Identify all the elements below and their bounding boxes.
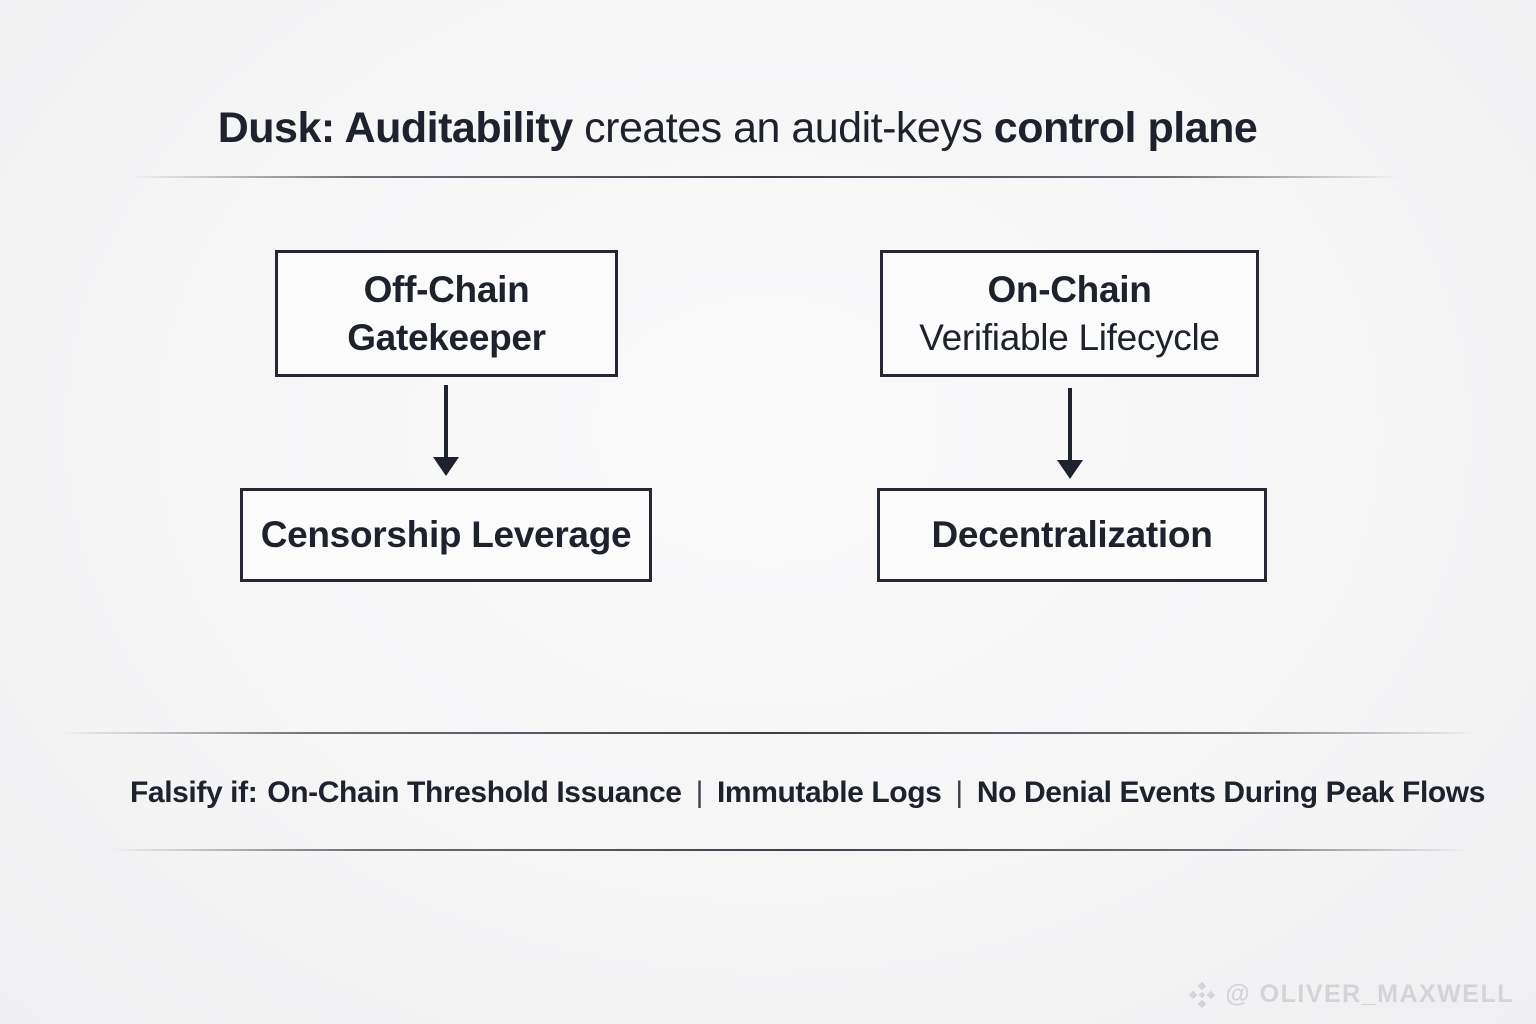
box-label: Decentralization <box>931 514 1213 556</box>
page-title: Dusk: Auditability creates an audit-keys… <box>0 104 1475 153</box>
arrow-down-icon <box>433 385 459 476</box>
falsify-condition-line: Falsify if: On-Chain Threshold Issuance | I… <box>130 776 1485 810</box>
arrow-down-icon <box>1057 388 1083 479</box>
arrow-shaft <box>444 385 448 457</box>
title-middle: creates an audit-keys <box>572 104 994 152</box>
box-label-line1: On-Chain <box>987 269 1152 311</box>
diamond-logo-icon <box>1188 981 1216 1009</box>
title-divider <box>130 176 1400 178</box>
arrow-head <box>1057 460 1083 479</box>
falsify-item: Immutable Logs <box>716 776 942 809</box>
box-label-line2: Verifiable Lifecycle <box>919 316 1220 358</box>
title-lead: Dusk: Auditability <box>217 104 573 152</box>
watermark: @ OLIVER_MAXWELL <box>1188 980 1514 1009</box>
censorship-leverage-box: Censorship Leverage <box>240 488 652 582</box>
off-chain-gatekeeper-box: Off-Chain Gatekeeper <box>275 250 618 377</box>
arrow-shaft <box>1068 388 1072 460</box>
arrow-head <box>433 457 459 476</box>
watermark-handle: @ OLIVER_MAXWELL <box>1225 980 1514 1008</box>
falsify-item: On-Chain Threshold Issuance <box>267 776 682 809</box>
bottom-divider <box>110 849 1470 851</box>
separator-bar: | <box>955 776 963 809</box>
separator-bar: | <box>695 776 704 809</box>
on-chain-verifiable-lifecycle-box: On-Chain Verifiable Lifecycle <box>880 250 1259 377</box>
decentralization-box: Decentralization <box>877 488 1267 582</box>
box-label-line1: Off-Chain <box>363 269 530 311</box>
title-tail: control plane <box>993 104 1258 152</box>
box-label: Censorship Leverage <box>260 514 632 556</box>
falsify-item: No Denial Events During Peak Flows <box>976 776 1486 809</box>
mid-divider <box>60 732 1476 734</box>
falsify-prefix: Falsify if: <box>130 776 258 809</box>
box-label-line2: Gatekeeper <box>347 316 546 358</box>
